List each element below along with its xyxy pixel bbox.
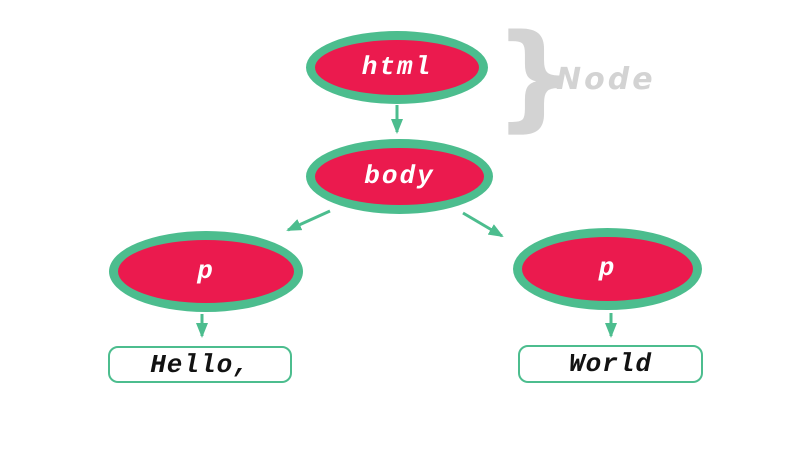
node-p-right: p: [513, 228, 702, 310]
node-html: html: [306, 31, 488, 104]
node-p-left-label: p: [197, 255, 215, 286]
arrow-body-to-p-left: [286, 209, 331, 232]
arrow-body-to-p-right: [462, 211, 504, 238]
node-annotation-label: Node: [556, 62, 656, 97]
text-node-world: World: [518, 345, 703, 383]
text-node-world-label: World: [568, 349, 652, 379]
curly-brace-annotation: }: [494, 10, 576, 144]
node-p-left: p: [109, 231, 303, 312]
node-body-label: body: [364, 160, 435, 191]
node-html-label: html: [361, 51, 433, 82]
text-node-hello-label: Hello,: [150, 349, 250, 380]
node-body: body: [306, 139, 493, 214]
text-node-hello: Hello,: [108, 346, 292, 383]
node-p-right-label: p: [598, 253, 617, 283]
